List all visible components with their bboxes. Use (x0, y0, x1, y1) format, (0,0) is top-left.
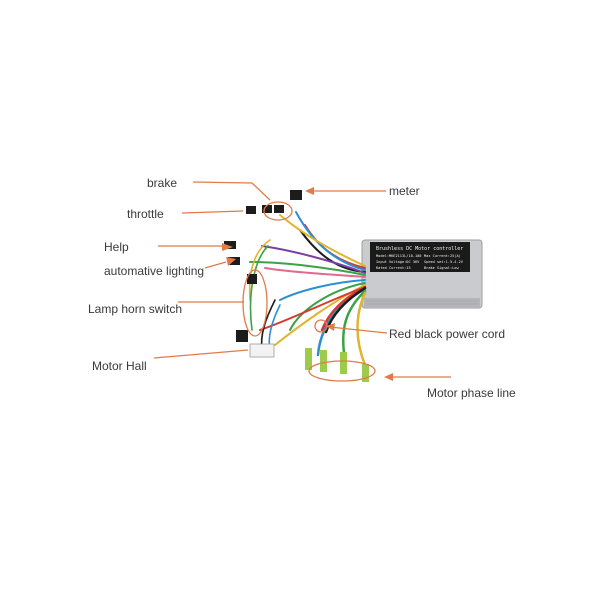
wire-bundle (248, 211, 367, 367)
controller-panel-text: Brushless DC Motor controller Model:MKE2… (376, 246, 464, 270)
power-cord-pointer (329, 326, 388, 334)
brake-pointer-diagonal (251, 182, 271, 201)
help-connector (224, 241, 236, 249)
connectors (224, 190, 369, 382)
lamp-horn-connector (247, 274, 257, 284)
controller-row2-left: Input Voltage:DC 36V (376, 260, 420, 264)
controller-row2-right: Speed set:1.5-4.2V (424, 260, 464, 264)
throttle-connector (246, 206, 256, 214)
motor-phase-highlight-ellipse (308, 360, 376, 382)
controller-label-panel (370, 242, 470, 272)
throttle-pointer (181, 210, 244, 214)
lamp-horn-highlight-ellipse (242, 269, 268, 337)
phase-terminal-3 (340, 352, 347, 374)
meter-connector (290, 190, 302, 200)
controller-row1-right: Max Current:25(A) (424, 254, 461, 258)
brake-pointer (192, 181, 253, 184)
motor-hall-pointer (153, 349, 249, 359)
controller-row3-left: Rated Current:15 (376, 266, 411, 270)
lighting-pointer (204, 261, 227, 269)
throttle-label: throttle (127, 207, 164, 221)
controller-row3-right: Brake Signal:Low (424, 266, 459, 270)
motor-hall-connector-black (236, 330, 248, 342)
arrowheads (222, 187, 393, 381)
motor-hall-label: Motor Hall (92, 359, 147, 373)
phase-terminal-1 (305, 348, 312, 370)
brake-label: brake (147, 176, 178, 190)
help-label: Help (104, 240, 129, 254)
meter-arrowhead (305, 187, 314, 195)
brake-connector-right (274, 205, 284, 213)
phase-terminal-2 (320, 350, 327, 372)
lamp-horn-switch-label: Lamp horn switch (88, 302, 183, 316)
lighting-arrowhead (226, 257, 236, 266)
controller-box (361, 239, 483, 309)
power-cord-arrowhead (326, 323, 335, 331)
controller-row1-left: Model:MKE2113L/10-100 (376, 254, 421, 258)
red-black-power-cord-label: Red black power cord (389, 327, 506, 341)
controller-title: Brushless DC Motor controller (376, 246, 463, 252)
brake-highlight-ellipse (263, 201, 293, 221)
motor-phase-arrowhead (384, 373, 393, 381)
lighting-connector (228, 257, 240, 265)
brake-connector-left (262, 205, 272, 213)
phase-terminal-4 (362, 364, 369, 382)
meter-label: meter (389, 184, 420, 198)
help-arrowhead (222, 243, 233, 251)
automative-lighting-label: automative lighting (104, 264, 205, 278)
annotations (153, 181, 451, 382)
motor-phase-line-label: Motor phase line (427, 386, 516, 400)
motor-hall-connector-white (249, 343, 275, 358)
